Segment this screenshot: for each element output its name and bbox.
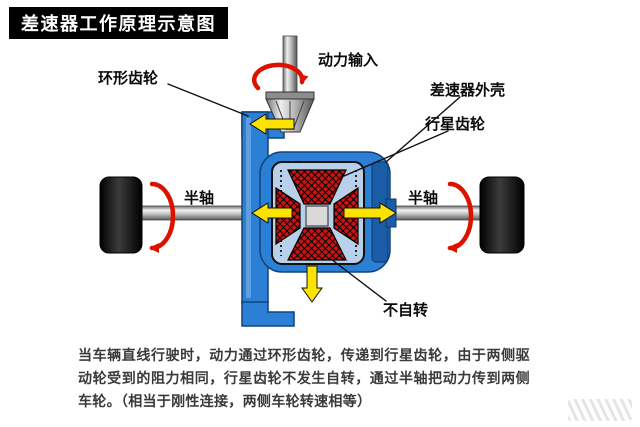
label-power-input: 动力输入 [318,52,379,69]
rotation-arrow-input [252,62,309,91]
half-shaft-right [385,205,483,221]
differential-diagram [99,35,525,327]
label-ring-gear: 环形齿轮 [98,70,159,87]
flow-arrow-right-shaft [343,202,397,224]
callout-line-no-rotation [330,258,387,302]
label-half-shaft-right: 半轴 [408,190,439,207]
label-no-self-rotation: 不自转 [383,302,429,319]
rotation-arrow-right-shaft [447,181,474,253]
flow-arrow-down [301,265,323,303]
flow-arrow-ring-gear [249,113,295,135]
left-wheel [99,176,143,254]
label-half-shaft-left: 半轴 [184,190,215,207]
callout-line-planet-gear [343,130,449,177]
planet-gear-top [287,169,347,205]
label-planet-gear: 行星齿轮 [425,116,486,133]
spider-cross-block [305,205,329,227]
rotation-arrow-left-shaft [149,181,176,253]
watermark [568,399,632,421]
callout-line-diff-housing [385,96,461,163]
planet-gear-bottom [287,227,347,261]
description-text: 当车辆直线行驶时，动力通过环形齿轮，传递到行星齿轮，由于两侧驱动轮受到的阻力相同… [78,347,530,409]
page-title: 差速器工作原理示意图 [21,14,216,34]
label-diff-housing: 差速器外壳 [430,82,506,99]
title-banner: 差速器工作原理示意图 [9,7,228,39]
flow-arrow-left-shaft [251,202,293,224]
right-wheel [479,176,525,254]
callout-line-ring-gear [167,83,249,117]
